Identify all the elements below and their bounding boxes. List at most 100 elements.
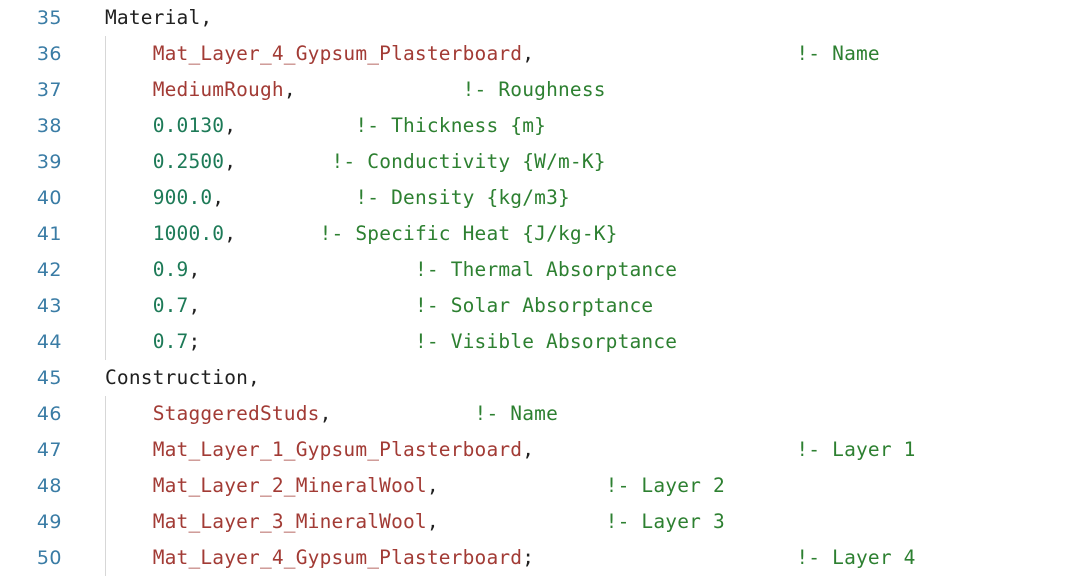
line-content[interactable]: 0.0130, !- Thickness {m} [105,108,546,144]
token-plain [200,330,415,353]
token-comment: !- Name [474,402,558,425]
line-content[interactable]: 0.2500, !- Conductivity {W/m-K} [105,144,606,180]
line-number[interactable]: 50 [36,547,62,569]
line-content[interactable]: StaggeredStuds, !- Name [105,396,558,432]
token-comment: !- Thermal Absorptance [414,258,678,281]
token-plain [105,114,153,137]
code-line[interactable]: 39 0.2500, !- Conductivity {W/m-K} [0,144,1076,180]
token-plain [105,474,153,497]
line-number[interactable]: 43 [36,295,62,317]
indent-guide [105,144,106,180]
token-plain [105,42,153,65]
code-line[interactable]: 42 0.9, !- Thermal Absorptance [0,252,1076,288]
line-content[interactable]: 900.0, !- Density {kg/m3} [105,180,570,216]
token-comment: !- Name [796,42,880,65]
line-number[interactable]: 38 [36,115,62,137]
line-number[interactable]: 42 [36,259,62,281]
line-content[interactable]: 0.7; !- Visible Absorptance [105,324,677,360]
line-content[interactable]: 1000.0, !- Specific Heat {J/kg-K} [105,216,618,252]
line-content[interactable]: Material, [105,0,212,36]
token-number: 0.0130 [152,114,225,137]
line-number[interactable]: 39 [36,151,62,173]
token-number: 0.9 [152,258,189,281]
indent-guide [105,468,106,504]
token-plain [296,78,463,101]
token-comment: !- Roughness [462,78,606,101]
token-plain [105,294,153,317]
token-keyword: Material [105,6,201,29]
token-plain [439,510,606,533]
line-content[interactable]: MediumRough, !- Roughness [105,72,606,108]
code-line[interactable]: 48 Mat_Layer_2_MineralWool, !- Layer 2 [0,468,1076,504]
line-content[interactable]: Mat_Layer_4_Gypsum_Plasterboard; !- Laye… [105,540,916,576]
code-line[interactable]: 38 0.0130, !- Thickness {m} [0,108,1076,144]
token-punct: ; [522,546,535,569]
line-content[interactable]: Mat_Layer_4_Gypsum_Plasterboard, !- Name [105,36,880,72]
token-comment: !- Density {kg/m3} [355,186,570,209]
indent-guide [105,108,106,144]
token-number: 0.7 [152,294,189,317]
code-line[interactable]: 50 Mat_Layer_4_Gypsum_Plasterboard; !- L… [0,540,1076,576]
code-line[interactable]: 35 Material, [0,0,1076,36]
line-number[interactable]: 47 [36,439,62,461]
indent-guide [105,288,106,324]
indent-guide [105,216,106,252]
token-punct: , [248,366,260,389]
line-content[interactable]: Construction, [105,360,260,396]
token-plain [200,294,415,317]
token-plain [105,258,153,281]
token-plain [534,546,796,569]
code-line[interactable]: 44 0.7; !- Visible Absorptance [0,324,1076,360]
code-line[interactable]: 37 MediumRough, !- Roughness [0,72,1076,108]
line-number[interactable]: 35 [36,7,62,29]
line-number[interactable]: 49 [36,511,62,533]
token-punct: , [224,114,237,137]
token-punct: , [426,510,439,533]
token-plain [332,402,475,425]
code-line[interactable]: 49 Mat_Layer_3_MineralWool, !- Layer 3 [0,504,1076,540]
code-line[interactable]: 41 1000.0, !- Specific Heat {J/kg-K} [0,216,1076,252]
token-comment: !- Layer 4 [796,546,916,569]
line-number[interactable]: 40 [36,187,62,209]
indent-guide [105,432,106,468]
line-content[interactable]: Mat_Layer_1_Gypsum_Plasterboard, !- Laye… [105,432,916,468]
line-content[interactable]: Mat_Layer_3_MineralWool, !- Layer 3 [105,504,725,540]
token-comment: !- Specific Heat {J/kg-K} [319,222,618,245]
token-string: Mat_Layer_2_MineralWool [152,474,427,497]
code-line[interactable]: 43 0.7, !- Solar Absorptance [0,288,1076,324]
code-line[interactable]: 46 StaggeredStuds, !- Name [0,396,1076,432]
line-number[interactable]: 44 [36,331,62,353]
line-number[interactable]: 46 [36,403,62,425]
line-number[interactable]: 45 [36,367,62,389]
token-plain [105,510,153,533]
token-plain [105,78,153,101]
line-content[interactable]: Mat_Layer_2_MineralWool, !- Layer 2 [105,468,725,504]
line-content[interactable]: 0.9, !- Thermal Absorptance [105,252,677,288]
code-line[interactable]: 47 Mat_Layer_1_Gypsum_Plasterboard, !- L… [0,432,1076,468]
code-line[interactable]: 45 Construction, [0,360,1076,396]
token-number: 0.2500 [152,150,225,173]
token-plain [236,222,319,245]
token-punct: ; [188,330,201,353]
line-number[interactable]: 41 [36,223,62,245]
indent-guide [105,324,106,360]
token-string: Mat_Layer_4_Gypsum_Plasterboard [152,42,523,65]
code-line[interactable]: 40 900.0, !- Density {kg/m3} [0,180,1076,216]
code-line[interactable]: 36 Mat_Layer_4_Gypsum_Plasterboard, !- N… [0,36,1076,72]
indent-guide [105,36,106,72]
token-plain [105,186,153,209]
token-keyword: Construction [105,366,249,389]
line-number[interactable]: 48 [36,475,62,497]
token-plain [534,42,796,65]
token-punct: , [200,6,213,29]
token-punct: , [224,222,237,245]
token-plain [236,150,331,173]
line-number[interactable]: 36 [36,43,62,65]
token-comment: !- Layer 2 [605,474,725,497]
token-plain [105,402,153,425]
token-punct: , [283,78,296,101]
line-content[interactable]: 0.7, !- Solar Absorptance [105,288,653,324]
line-number[interactable]: 37 [36,79,62,101]
token-string: StaggeredStuds [152,402,320,425]
